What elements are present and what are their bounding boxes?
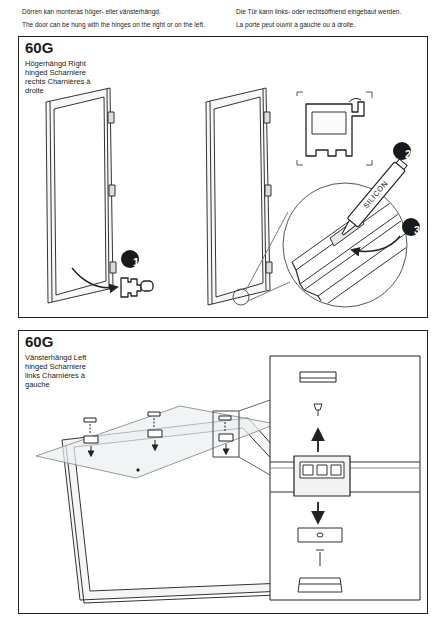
instruction-panel: 60G Högerhängd Right hinged Scharniere re…: [18, 36, 428, 318]
intro-text: La porte peut ouvrir à gauche ou à droit…: [236, 21, 355, 28]
intro-text: Dörren kan monteras höger- eller vänster…: [22, 8, 161, 15]
hinge-symbol: [121, 278, 141, 297]
hinge: [84, 412, 233, 471]
callout-number: 3: [402, 218, 420, 236]
node-body: Högerhängd Right hinged Scharniere recht…: [25, 59, 93, 95]
glass-pane: [36, 406, 276, 478]
profile-detail: [297, 92, 372, 165]
node-heading: 2: [405, 149, 411, 160]
magnified-detail: [283, 178, 442, 307]
exploded-inset: [270, 356, 420, 600]
node-heading: 60G: [25, 40, 53, 57]
intro-text: The door can be hung with the hinges on …: [22, 21, 205, 28]
callout-number: 1: [121, 250, 139, 268]
node-heading: 1: [133, 257, 139, 268]
door-frame: [46, 88, 116, 303]
node-heading: 60G: [25, 334, 53, 351]
door-frame: [206, 88, 290, 305]
instruction-panel: 60G Vänsterhängd Left hinged Scharniere l…: [18, 330, 428, 614]
intro-text: Die Tür kann links- oder rechtsöffnend e…: [236, 8, 401, 15]
node-body: Vänsterhängd Left hinged Scharniere link…: [25, 353, 93, 389]
silicone-tube: [337, 158, 408, 239]
arrow: [72, 268, 117, 288]
node-heading: 3: [414, 225, 420, 236]
callout-number: 2: [393, 142, 411, 160]
arrow: [352, 236, 400, 251]
tube-label: SILICON: [362, 180, 390, 211]
